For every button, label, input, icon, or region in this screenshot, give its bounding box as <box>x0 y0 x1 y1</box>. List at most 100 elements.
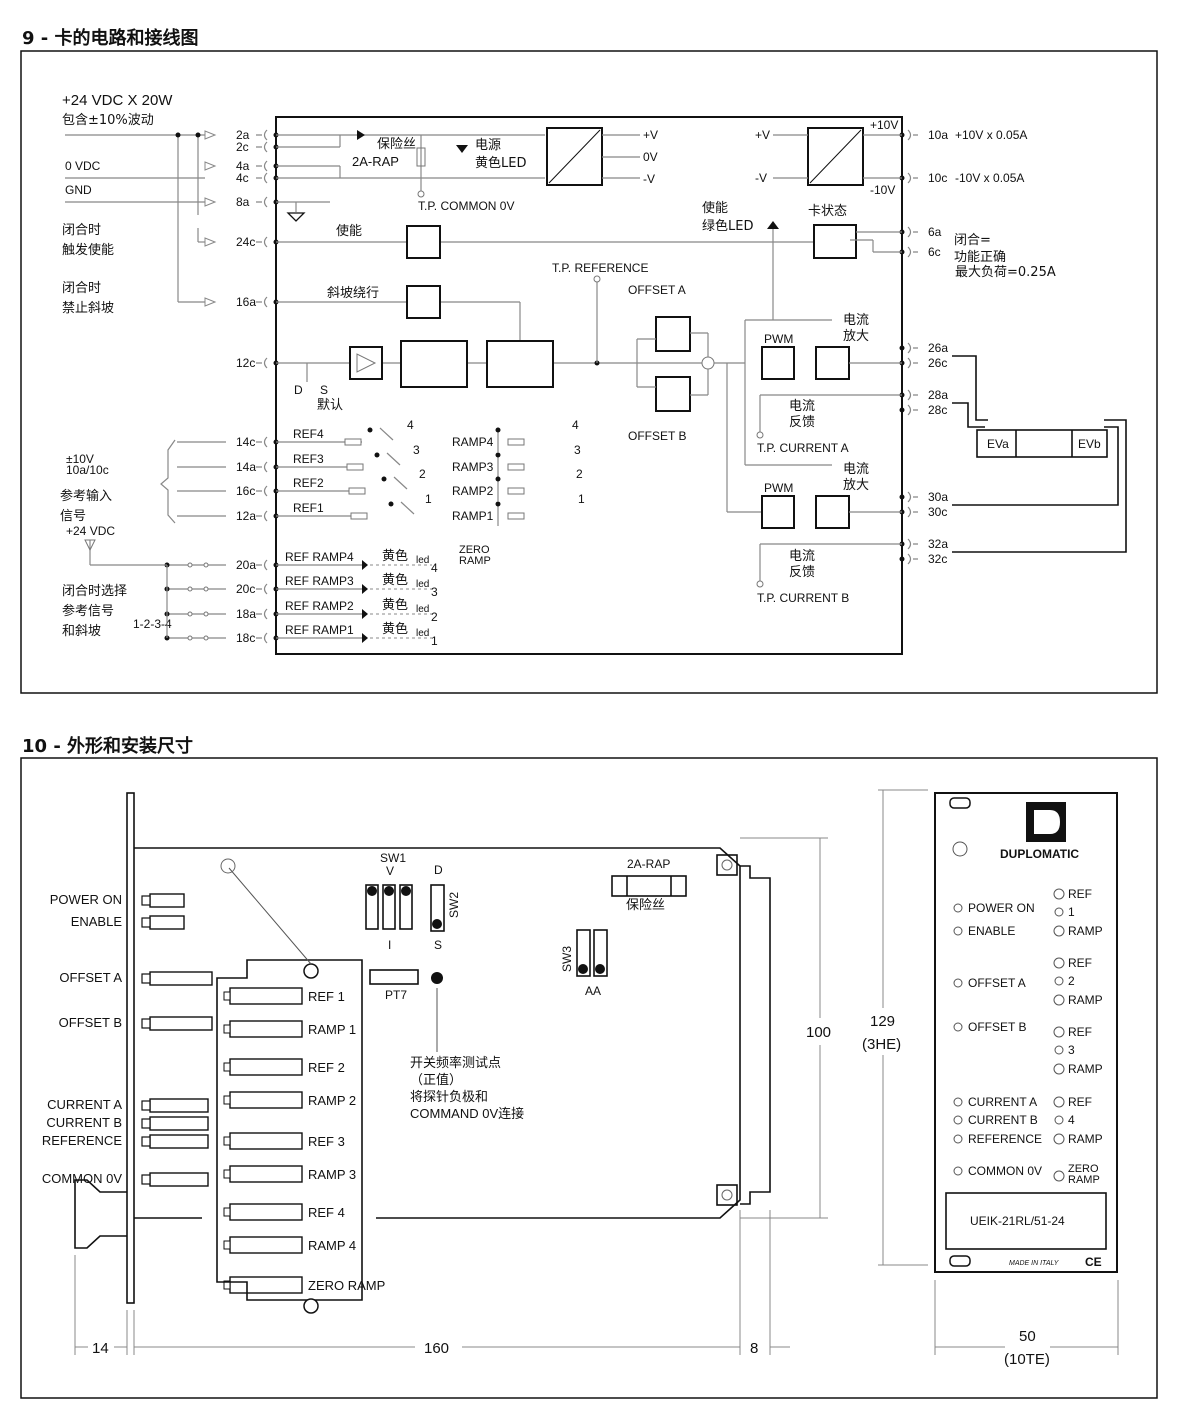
ramp-select-4: 4 <box>572 418 579 432</box>
sw2-switch[interactable] <box>430 884 445 932</box>
pin-30a: 30a <box>928 490 948 504</box>
dimension-8: 8 <box>750 1340 758 1357</box>
panel-led-4 <box>953 1097 963 1107</box>
minus-v-in: -V <box>755 171 767 185</box>
front-led-7 <box>149 1172 209 1187</box>
power-led-label-1: 电源 <box>475 138 501 153</box>
trimmer-ramp-1[interactable] <box>229 1020 303 1038</box>
trimmer-ramp-4[interactable] <box>229 1236 303 1254</box>
trimmer-ref-1[interactable] <box>229 987 303 1005</box>
enable-note-2: 触发使能 <box>62 242 114 258</box>
current-feedback-b-1: 电流 <box>789 549 815 564</box>
ramp-label-4: RAMP4 <box>452 435 494 449</box>
trimmer-label-0: REF 1 <box>308 989 345 1004</box>
status-note-1: 闭合= <box>954 233 991 248</box>
pin-14c: 14c <box>236 435 255 449</box>
led-label: led <box>416 604 429 615</box>
trimmer-label-2: REF 2 <box>308 1060 345 1075</box>
card-status-label: 卡状态 <box>808 204 847 219</box>
sw3-switch[interactable] <box>576 929 608 977</box>
trimmer-ref-2[interactable] <box>229 1058 303 1076</box>
pin-16a: 16a <box>236 295 256 309</box>
panel-led-0 <box>953 903 963 913</box>
front-panel <box>934 792 1118 1273</box>
panel-right-led-label-9: REF <box>1068 1095 1092 1109</box>
trimmer-zero-ramp[interactable] <box>229 1276 303 1294</box>
offset-a-label: OFFSET A <box>628 283 686 297</box>
panel-led-label-0: POWER ON <box>968 901 1035 915</box>
ramp-bypass-label: 斜坡绕行 <box>327 286 379 301</box>
led-label: led <box>416 579 429 590</box>
ref-ramp-label-1: REF RAMP1 <box>285 623 354 637</box>
pin-26c: 26c <box>928 356 947 370</box>
pin-16c: 16c <box>236 484 255 498</box>
pin-2c: 2c <box>236 140 249 154</box>
panel-led-6 <box>953 1134 963 1144</box>
vdc24-label: +24 VDC <box>66 524 115 538</box>
panel-right-led-label-8: RAMP <box>1068 1062 1103 1076</box>
model-number: UEIK-21RL/51-24 <box>970 1214 1065 1228</box>
ramp-label-3: RAMP3 <box>452 460 494 474</box>
ref-label-4: REF4 <box>293 427 324 441</box>
trimmer-ramp-2[interactable] <box>229 1091 303 1109</box>
gnd-label: GND <box>65 183 92 197</box>
panel-right-led-9 <box>1053 1096 1065 1108</box>
trimmer-ref-3[interactable] <box>229 1132 303 1150</box>
panel-led-label-2: OFFSET A <box>968 976 1026 990</box>
minus-10v: -10V <box>870 183 895 197</box>
ref-select-2: 2 <box>419 467 426 481</box>
panel-right-led-5 <box>1053 994 1065 1006</box>
ref-ramp-label-3: REF RAMP3 <box>285 574 354 588</box>
sw2-d-label: D <box>434 863 443 877</box>
panel-led-5 <box>953 1115 963 1125</box>
pt7-label: PT7 <box>385 988 407 1002</box>
current-amp-b <box>815 495 850 529</box>
pwm-b <box>761 495 795 529</box>
pwm-a-label: PWM <box>764 332 793 346</box>
pin-10c-note: -10V x 0.05A <box>955 171 1024 185</box>
ramp-select-2: 2 <box>576 467 583 481</box>
status-relay <box>813 224 857 259</box>
panel-right-led-label-4: 2 <box>1068 974 1075 988</box>
pin-30c: 30c <box>928 505 947 519</box>
trimmer-label-7: RAMP 4 <box>308 1238 356 1253</box>
trimmer-ref-4[interactable] <box>229 1203 303 1221</box>
test-point-note-2: 将探针负极和 <box>410 1090 488 1105</box>
ref-range-1: ±10V <box>66 452 94 466</box>
yellow-led-label: 黄色 <box>382 621 408 637</box>
offset-b-block <box>655 376 691 412</box>
sw3-a-label: AA <box>585 984 601 998</box>
trimmer-ramp-3[interactable] <box>229 1165 303 1183</box>
tp-reference-label: T.P. REFERENCE <box>552 261 648 275</box>
solenoid-b-label: EVb <box>1078 437 1101 451</box>
select-note-1: 闭合时选择 <box>62 584 127 599</box>
trimmer-label-1: RAMP 1 <box>308 1022 356 1037</box>
tp-current-b-label: T.P. CURRENT B <box>757 591 849 605</box>
panel-right-led-8 <box>1053 1063 1065 1075</box>
dimension-160: 160 <box>424 1340 449 1357</box>
front-led-2 <box>149 971 213 986</box>
pin-8a: 8a <box>236 195 250 209</box>
select-note-4: 1-2-3-4 <box>133 617 172 631</box>
led-number-3: 3 <box>431 585 438 599</box>
pin-6a: 6a <box>928 225 942 239</box>
ref-label-1: REF1 <box>293 501 324 515</box>
ref-select-3: 3 <box>413 443 420 457</box>
fuse-rating-label: 2A-RAP <box>627 857 670 871</box>
pin-32a: 32a <box>928 537 948 551</box>
tp-current-a-label: T.P. CURRENT A <box>757 441 849 455</box>
sw1-switch[interactable] <box>365 884 413 930</box>
panel-right-led-3 <box>1053 957 1065 969</box>
zero-ramp-label-1: ZERO <box>459 544 490 556</box>
current-amp-a <box>815 346 850 380</box>
test-point-note-0: 开关频率测试点 <box>410 1055 501 1071</box>
panel-right-led-1 <box>1054 907 1064 917</box>
panel-right-led-10 <box>1054 1115 1064 1125</box>
pin-10c: 10c <box>928 171 947 185</box>
model-plate <box>945 1192 1107 1250</box>
current-amp-b-label-1: 电流 <box>843 462 869 477</box>
pin-10a-note: +10V x 0.05A <box>955 128 1027 142</box>
panel-led-label-7: COMMON 0V <box>968 1164 1042 1178</box>
dimension-10te: (10TE) <box>1004 1351 1050 1368</box>
